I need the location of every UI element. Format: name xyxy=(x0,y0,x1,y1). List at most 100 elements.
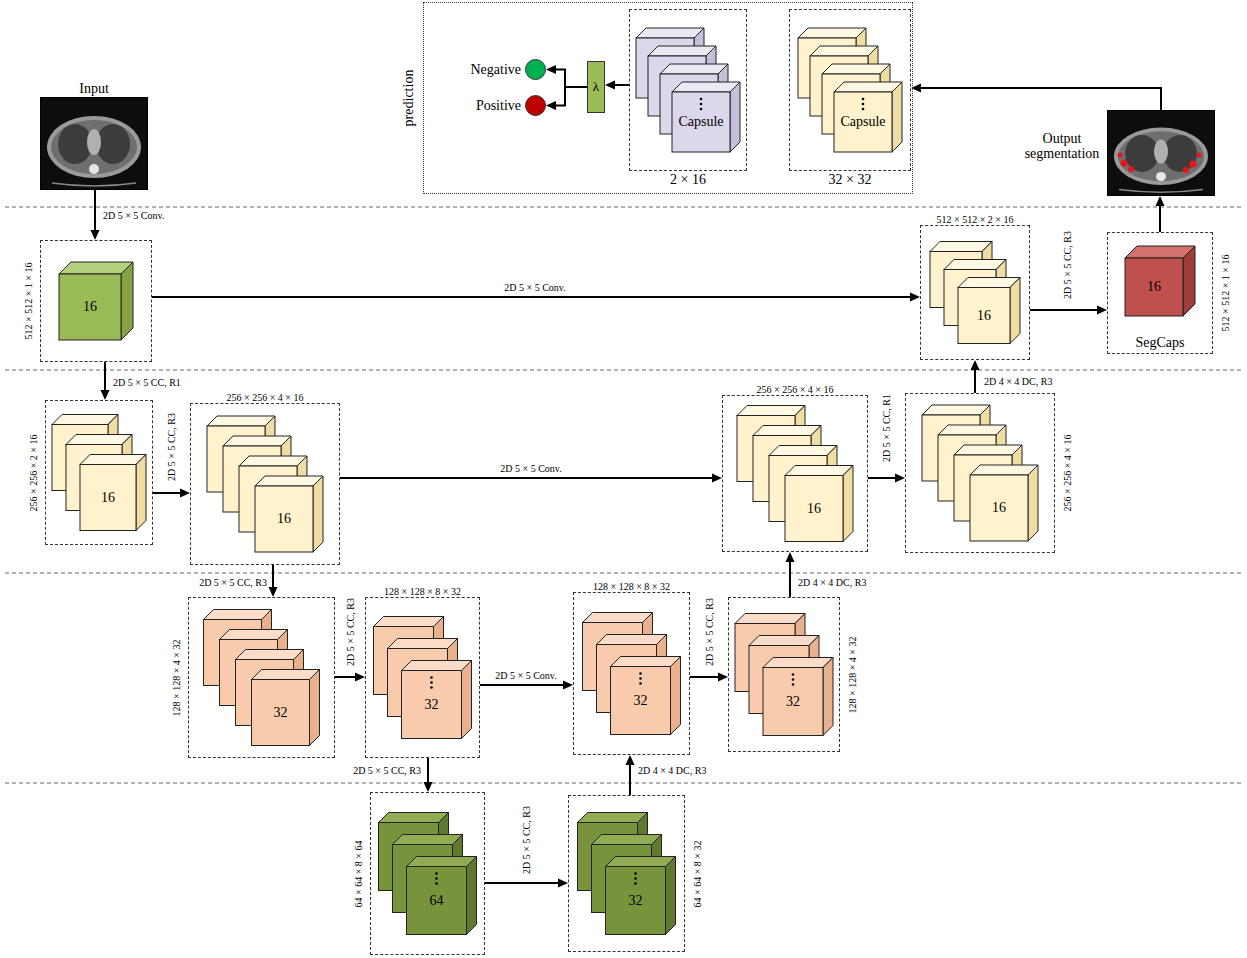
ct-scan xyxy=(40,97,148,190)
block-front-face xyxy=(407,867,467,935)
edge-label-box: 2D 5 × 5 CC, R1 xyxy=(881,393,892,463)
ellipsis-dot xyxy=(634,882,637,885)
connector xyxy=(424,758,433,792)
block-front-face xyxy=(1125,258,1183,316)
arrow-head xyxy=(91,230,100,240)
edge-label: 2D 4 × 4 DC, R3 xyxy=(983,376,1053,387)
block-front-face xyxy=(763,668,823,736)
connector-line xyxy=(555,70,587,88)
connector-line xyxy=(920,88,1161,110)
block-top-face xyxy=(388,639,458,649)
node-caption-box: 128 × 128 × 8 × 32 xyxy=(593,581,670,592)
connector-line xyxy=(340,477,713,479)
edge-label-box: 2D 5 × 5 Conv. xyxy=(503,282,566,293)
node-caption: Input xyxy=(79,81,109,96)
node-caption-box: 32 × 32 xyxy=(829,172,872,187)
edge-label: 2D 5 × 5 CC, R3 xyxy=(352,765,422,776)
connector xyxy=(1156,196,1165,232)
block-side-face xyxy=(1028,465,1038,541)
capsule-block: 16256 × 256 × 4 × 16 xyxy=(722,395,868,552)
node-caption-box: 64 × 64 × 8 × 32 xyxy=(692,840,703,907)
arrow-head xyxy=(605,81,615,90)
arrow-head xyxy=(895,474,905,483)
node-caption: 128 × 128 × 8 × 32 xyxy=(384,586,461,597)
node-caption-box: prediction xyxy=(401,70,416,127)
arrow-head xyxy=(101,390,110,400)
ellipsis-dot xyxy=(430,676,433,679)
block-top-face xyxy=(239,456,307,466)
node-caption-box: 256 × 256 × 4 × 16 xyxy=(227,392,304,403)
node-label: 16 xyxy=(992,500,1006,515)
block-top-face xyxy=(578,813,648,823)
arrow-head xyxy=(180,489,190,498)
node-label-box: 16 xyxy=(1125,258,1183,316)
connector xyxy=(340,474,722,483)
block-front-face xyxy=(80,465,136,531)
edge-label-box: 2D 5 × 5 CC, R3 xyxy=(1062,230,1073,300)
edge-label-box: 2D 4 × 4 DC, R3 xyxy=(797,577,867,588)
block-stack xyxy=(789,9,911,171)
block-top-face xyxy=(660,64,728,74)
connector xyxy=(911,84,1161,111)
block-top-face xyxy=(220,630,288,640)
block-stack xyxy=(190,403,340,565)
capsule-block: Capsule2 × 16 xyxy=(629,9,747,171)
node-caption-box: 256 × 256 × 2 × 16 xyxy=(28,434,39,511)
capsule-block: 16256 × 256 × 2 × 16 xyxy=(45,400,153,545)
block-top-face xyxy=(954,445,1022,455)
node-label: 32 xyxy=(274,705,288,720)
capsule-block: 3264 × 64 × 8 × 32 xyxy=(568,795,685,952)
connector-line xyxy=(1159,205,1161,232)
block-top-face xyxy=(930,242,992,252)
node-label-box: 32 xyxy=(402,671,462,739)
node-label-box: 16 xyxy=(80,465,136,531)
edge-label: 2D 5 × 5 CC, R3 xyxy=(704,597,715,667)
ellipsis-dot xyxy=(862,98,865,101)
arrow-head xyxy=(558,879,568,888)
arrow-head xyxy=(546,101,556,110)
lesion-mark xyxy=(1183,167,1189,173)
connector-line xyxy=(153,492,181,494)
arrow-head xyxy=(1156,196,1165,206)
block-top-face xyxy=(52,415,118,425)
node-label: 32 xyxy=(634,693,648,708)
node-caption-box: 2 × 16 xyxy=(670,172,706,187)
class-circle: Positive xyxy=(525,95,546,116)
block-stack xyxy=(629,9,747,171)
block-top-face xyxy=(252,670,320,680)
connector xyxy=(626,755,635,795)
ellipsis-dot xyxy=(639,682,642,685)
node-caption: 256 × 256 × 4 × 16 xyxy=(757,384,834,395)
block-top-face xyxy=(822,64,890,74)
block-front-face xyxy=(252,680,310,746)
node-caption: 512 × 512 × 1 × 16 xyxy=(1220,255,1231,332)
connector xyxy=(605,81,629,90)
block-side-face xyxy=(310,670,320,746)
block-stack xyxy=(370,792,485,955)
block-front-face xyxy=(958,288,1010,344)
block-stack xyxy=(568,795,685,952)
connector-line xyxy=(868,477,896,479)
node-caption-box: Output segmentation xyxy=(1019,131,1105,162)
edge-label-box: 2D 5 × 5 CC, R3 xyxy=(352,765,422,776)
block-stack xyxy=(905,393,1055,553)
capsule-block: 16256 × 256 × 4 × 16 xyxy=(905,393,1055,553)
node-label: 64 xyxy=(430,893,444,908)
block-top-face xyxy=(379,813,449,823)
node-caption-box: 256 × 256 × 4 × 16 xyxy=(1062,435,1073,512)
edge-label: 2D 5 × 5 CC, R3 xyxy=(521,805,532,875)
connector-line xyxy=(789,561,791,597)
node-caption: 64 × 64 × 8 × 64 xyxy=(353,840,364,907)
node-caption-box: 512 × 512 × 1 × 16 xyxy=(23,263,34,340)
node-label-box: 32 xyxy=(606,867,666,935)
capsule-block: 32128 × 128 × 4 × 32 xyxy=(728,597,840,752)
ct-image: Input xyxy=(40,97,148,190)
connector-line xyxy=(427,758,429,783)
node-label: 16 xyxy=(83,299,97,314)
node-label-box: 16 xyxy=(59,274,121,340)
ellipsis-dot xyxy=(792,673,795,676)
node-caption: prediction xyxy=(401,70,416,127)
capsule-block: 6464 × 64 × 8 × 64 xyxy=(370,792,485,955)
block-top-face xyxy=(737,406,805,416)
